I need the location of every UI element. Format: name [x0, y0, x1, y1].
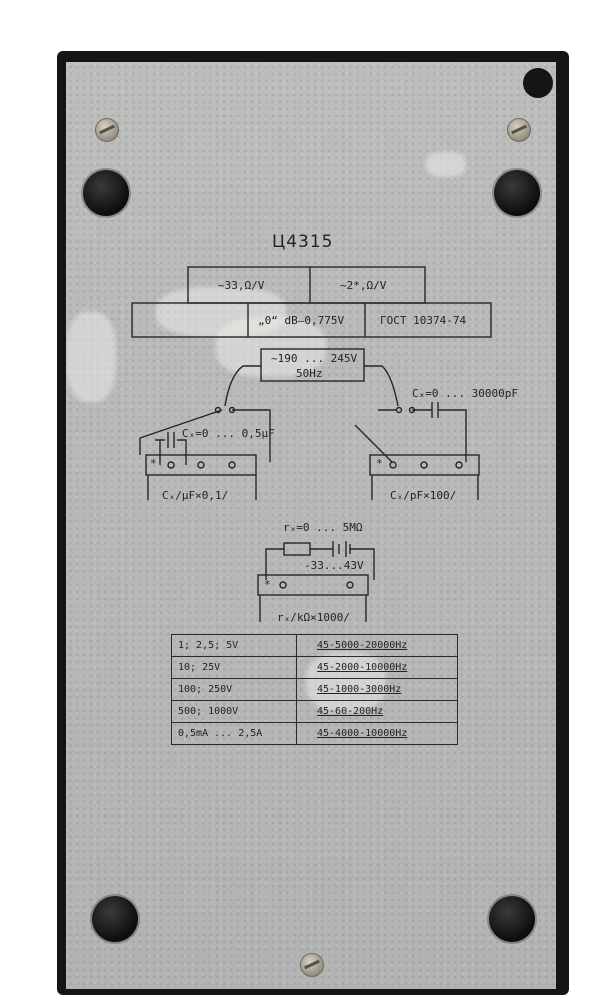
back-panel-plate — [66, 62, 556, 989]
rubber-foot — [92, 896, 138, 942]
cap-pf-scale-label: Cₓ/pF×100/ — [390, 489, 457, 502]
current-range-cell: 0,5mA ... 2,5A — [171, 722, 297, 745]
sensitivity-label-right: ~2*,Ω/V — [340, 279, 387, 292]
screw-icon — [95, 118, 119, 142]
cap-uf-range-label: Cₓ=0 ... 0,5μF — [182, 427, 275, 440]
voltage-range-cell: 500; 1000V — [171, 700, 297, 723]
frequency-band-cell: 45-2000-10000Hz — [296, 656, 458, 679]
table-row: 0,5mA ... 2,5A 45-4000-10000Hz — [171, 722, 458, 745]
worn-paint-patch — [216, 317, 326, 377]
worn-paint-patch — [426, 152, 466, 177]
rubber-foot — [489, 896, 535, 942]
cap-pf-range-label: Cₓ=0 ... 30000pF — [412, 387, 518, 400]
panel-texture — [66, 62, 556, 989]
model-label: Ц4315 — [272, 232, 334, 252]
table-row: 100; 250V 45-1000-3000Hz — [171, 678, 458, 701]
frequency-range-table: 1; 2,5; 5V 45-5000-20000Hz 10; 25V 45-20… — [171, 634, 458, 745]
terminal-marker: * — [150, 457, 157, 470]
frequency-band-cell: 45-5000-20000Hz — [296, 634, 458, 657]
screw-icon — [300, 953, 324, 977]
frequency-band-cell: 45-60-200Hz — [296, 700, 458, 723]
terminal-marker: * — [264, 578, 271, 591]
rubber-foot — [494, 170, 540, 216]
db-reference-label: „0“ dB—0,775V — [258, 314, 345, 327]
corner-notch — [523, 68, 553, 98]
terminal-marker: * — [376, 457, 383, 470]
voltage-range-cell: 100; 250V — [171, 678, 297, 701]
rubber-foot — [83, 170, 129, 216]
frequency-band-cell: 45-4000-10000Hz — [296, 722, 458, 745]
worn-paint-patch — [66, 312, 116, 402]
supply-frequency-label: 50Hz — [296, 367, 323, 380]
screw-icon — [507, 118, 531, 142]
table-row: 500; 1000V 45-60-200Hz — [171, 700, 458, 723]
battery-voltage-label: -33...43V — [304, 559, 364, 572]
resistance-range-label: rₓ=0 ... 5MΩ — [283, 521, 363, 534]
standard-label: ГОСТ 10374-74 — [380, 314, 467, 327]
frequency-band-cell: 45-1000-3000Hz — [296, 678, 458, 701]
voltage-range-cell: 1; 2,5; 5V — [171, 634, 297, 657]
table-row: 10; 25V 45-2000-10000Hz — [171, 656, 458, 679]
cap-uf-scale-label: Cₓ/μF×0,1/ — [162, 489, 229, 502]
voltage-range-cell: 10; 25V — [171, 656, 297, 679]
resistance-scale-label: rₓ/kΩ×1000/ — [277, 611, 350, 624]
supply-voltage-label: ~190 ... 245V — [271, 352, 358, 365]
sensitivity-label-left: ~33,Ω/V — [218, 279, 265, 292]
table-row: 1; 2,5; 5V 45-5000-20000Hz — [171, 634, 458, 657]
